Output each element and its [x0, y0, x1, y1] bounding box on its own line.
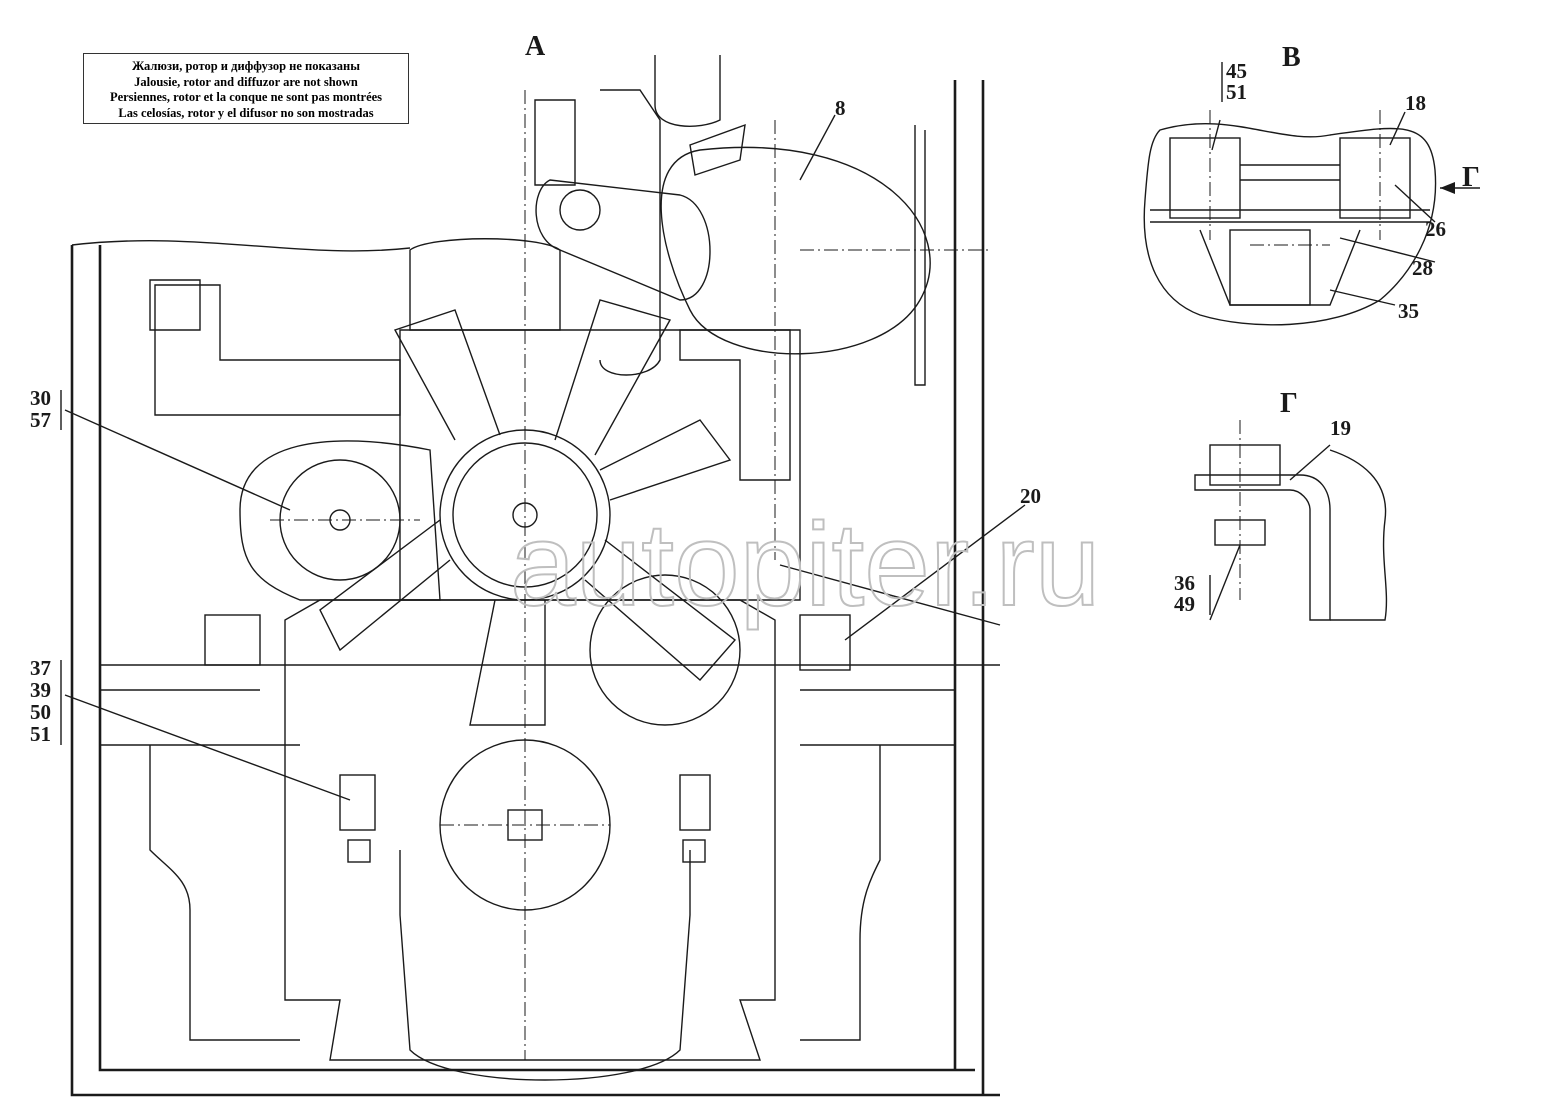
detail-g	[1194, 420, 1388, 621]
callout-8: 8	[835, 96, 846, 120]
view-arrow-icon	[1440, 182, 1455, 194]
callout-35: 35	[1398, 299, 1419, 323]
view-label-g: Г	[1280, 388, 1298, 419]
engine-mounts	[204, 614, 851, 863]
callout-51: 51	[30, 722, 51, 746]
callout-30: 30	[30, 386, 51, 410]
note-line-ru: Жалюзи, ротор и диффузор не показаны	[132, 59, 360, 73]
note-line-es: Las celosías, rotor y el difusor no son …	[118, 105, 374, 120]
air-cleaner	[534, 55, 931, 481]
view-label-a: А	[525, 31, 546, 62]
callout-39: 39	[30, 678, 51, 702]
callout-50: 50	[30, 700, 51, 724]
callout-20: 20	[1020, 484, 1041, 508]
callout-28: 28	[1412, 256, 1433, 280]
callout-19: 19	[1330, 416, 1351, 440]
callout-26: 26	[1425, 217, 1446, 241]
note-line-fr: Persiennes, rotor et la conque ne sont p…	[109, 90, 383, 104]
callout-45: 45	[1226, 59, 1247, 83]
callout-18: 18	[1405, 91, 1426, 115]
callout-57: 57	[30, 408, 51, 432]
note-box: Жалюзи, ротор и диффузор не показаны Jal…	[83, 53, 409, 124]
callout-49: 49	[1174, 592, 1195, 616]
leader-lines	[64, 114, 1026, 801]
callout-36: 36	[1174, 571, 1195, 595]
callout-51-detail: 51	[1226, 80, 1247, 104]
view-label-b: В	[1282, 42, 1301, 73]
fan	[319, 299, 737, 726]
callout-37: 37	[30, 656, 51, 680]
view-arrow-label-g: Г	[1462, 162, 1480, 193]
detail-b	[1143, 110, 1480, 326]
note-line-en: Jalousie, rotor and diffuzor are not sho…	[134, 74, 358, 89]
watermark: autopiter.ru	[510, 499, 1100, 631]
